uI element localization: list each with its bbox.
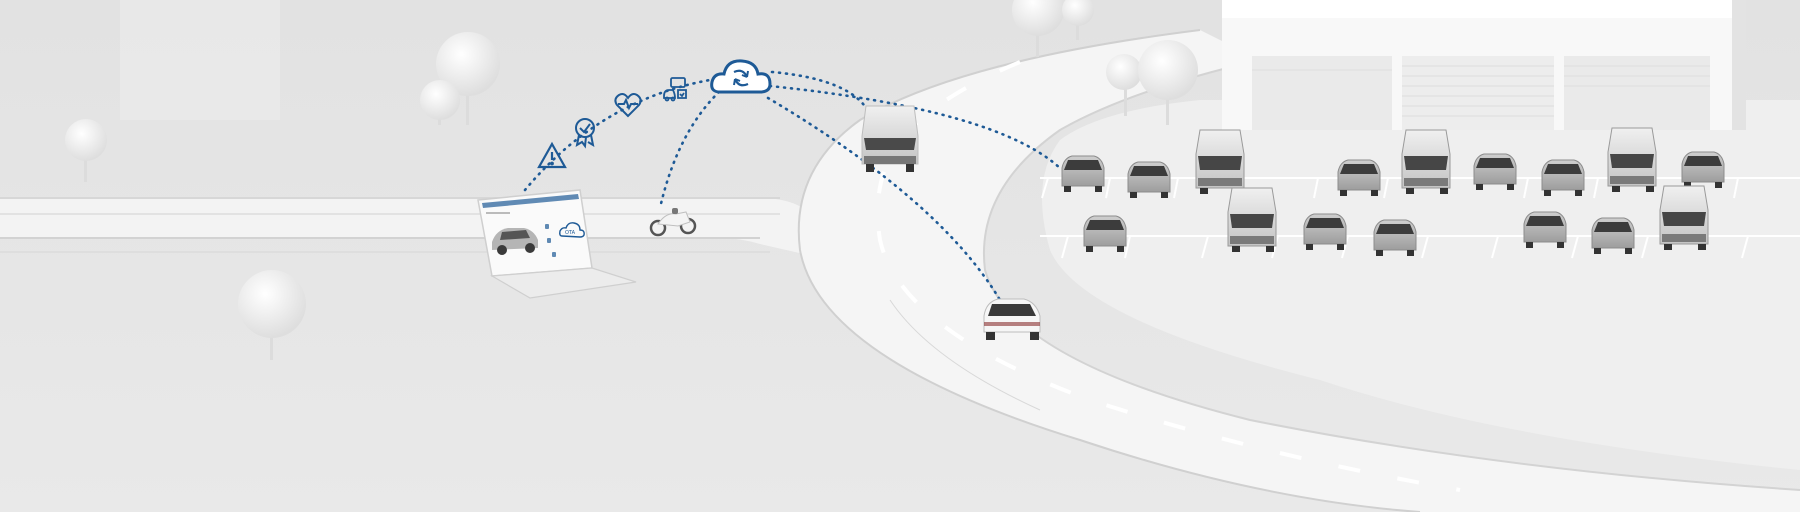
cloud-sync-icon xyxy=(710,59,772,94)
parked-van xyxy=(1607,127,1657,192)
parked-fleet xyxy=(1061,127,1725,256)
tree xyxy=(420,80,460,125)
arc-to-laptop xyxy=(523,78,712,192)
parked-car xyxy=(1591,217,1635,254)
parked-van xyxy=(1227,187,1277,252)
motorbike xyxy=(649,208,697,237)
parked-car xyxy=(1061,155,1105,192)
tree xyxy=(238,270,306,360)
parked-van xyxy=(1401,129,1451,194)
parked-van xyxy=(1659,185,1709,250)
tree xyxy=(1138,40,1198,125)
parked-van xyxy=(1195,129,1245,194)
certificate-badge-icon xyxy=(575,118,595,149)
horizontal-road xyxy=(0,197,830,260)
tree xyxy=(1012,0,1064,57)
tree xyxy=(1106,54,1142,116)
parked-car xyxy=(1083,215,1127,252)
garage-building xyxy=(1222,0,1746,130)
parked-car xyxy=(1541,159,1585,196)
ota-update-icon xyxy=(559,222,585,238)
parking-stripes xyxy=(1041,177,1749,259)
parked-car xyxy=(1681,151,1725,188)
laptop: OTA xyxy=(477,189,637,299)
tree xyxy=(65,119,107,182)
warning-triangle-icon xyxy=(537,141,567,169)
line-to-van xyxy=(770,70,874,122)
health-heart-icon xyxy=(614,93,642,118)
white-car xyxy=(983,298,1041,340)
parked-car xyxy=(1473,153,1517,190)
delivery-van xyxy=(861,105,919,172)
parked-car xyxy=(1337,159,1381,196)
tree xyxy=(1062,0,1094,40)
ota-label: OTA xyxy=(565,230,576,236)
tree xyxy=(436,32,500,125)
trees xyxy=(65,0,1198,360)
parked-car xyxy=(1127,161,1171,198)
laptop-car-image xyxy=(492,228,538,255)
fleet-vehicles-icon xyxy=(663,77,687,102)
light-haze xyxy=(120,0,280,120)
parked-car xyxy=(1523,211,1567,248)
parked-car xyxy=(1373,219,1417,256)
line-to-fleet xyxy=(768,84,1064,172)
parked-car xyxy=(1303,213,1347,250)
line-to-car xyxy=(766,96,1002,302)
